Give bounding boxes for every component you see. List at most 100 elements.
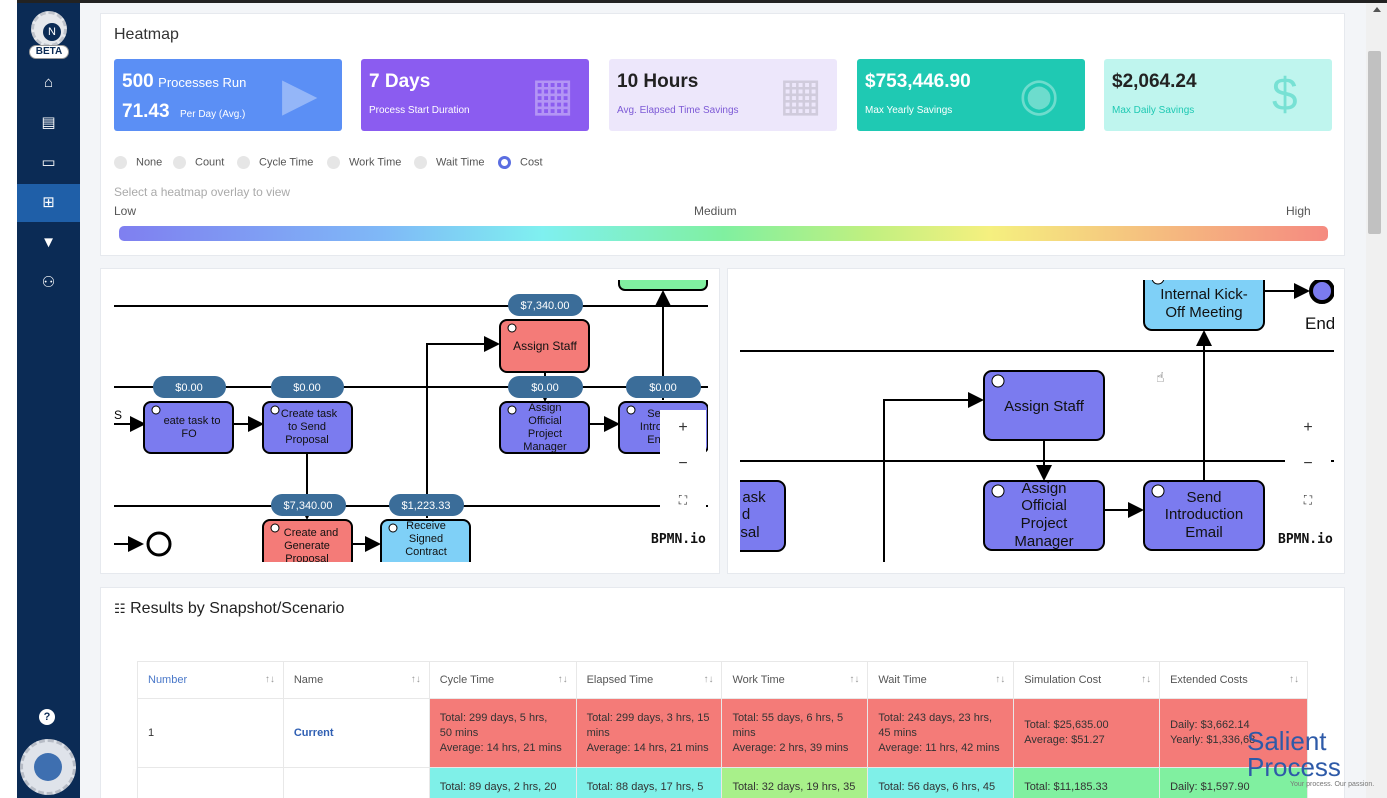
nav-home[interactable]: ⌂ <box>17 64 80 102</box>
results-table: Number↑↓ Name↑↓ Cycle Time↑↓ Elapsed Tim… <box>137 661 1308 798</box>
nav-network[interactable]: ⚇ <box>17 264 80 302</box>
app-logo[interactable]: N BETA <box>29 9 69 61</box>
diagram-right-card: Internal Kick- Off Meeting Assign Staff … <box>727 268 1345 574</box>
col-simulation-cost[interactable]: Simulation Cost↑↓ <box>1013 661 1161 699</box>
zoom-in-button[interactable]: + <box>678 419 688 436</box>
task-create-task-send[interactable] <box>262 401 353 454</box>
nav-sitemap[interactable]: ⊞ <box>17 184 80 222</box>
sort-icon[interactable]: ↑↓ <box>703 674 714 685</box>
end-event[interactable] <box>146 531 172 557</box>
stat-yearly-savings-label: Max Yearly Savings <box>865 105 953 116</box>
svg-text:to Send: to Send <box>288 421 326 433</box>
task-assign-staff[interactable] <box>499 319 590 373</box>
help-icon[interactable]: ? <box>39 709 55 725</box>
sort-icon[interactable]: ↑↓ <box>264 674 275 685</box>
svg-text:$0.00: $0.00 <box>175 382 203 394</box>
svg-text:Manager: Manager <box>523 441 567 453</box>
nav-monitor[interactable]: ▭ <box>17 144 80 182</box>
radio-cycle-time[interactable]: Cycle Time <box>237 156 313 170</box>
table-row[interactable]: Total: 89 days, 2 hrs, 20 Total: 88 days… <box>137 767 1308 798</box>
radio-wait-time[interactable]: Wait Time <box>414 156 485 170</box>
bpmn-canvas-left[interactable]: S eate task to FO Create task to Send Pr… <box>114 280 708 562</box>
sort-icon[interactable]: ↑↓ <box>410 674 421 685</box>
col-extended-costs[interactable]: Extended Costs↑↓ <box>1159 661 1308 699</box>
task-assign-pm[interactable] <box>499 401 590 454</box>
task-create-task-fo[interactable] <box>143 401 234 454</box>
sort-icon[interactable]: ↑↓ <box>1289 674 1299 685</box>
table-header-row: Number↑↓ Name↑↓ Cycle Time↑↓ Elapsed Tim… <box>137 661 1308 699</box>
svg-text:Create task: Create task <box>281 408 338 420</box>
cell-name-current[interactable]: Current <box>282 698 430 768</box>
sequence-flow <box>883 392 984 562</box>
radio-count[interactable]: Count <box>173 156 224 170</box>
task-create-generate[interactable] <box>262 519 353 562</box>
network-icon: ⚇ <box>41 274 56 291</box>
cell-work-time: Total: 32 days, 19 hrs, 35 <box>721 767 869 798</box>
zoom-out-button[interactable]: − <box>678 455 688 472</box>
end-event[interactable] <box>1309 280 1334 304</box>
svg-text:Receive: Receive <box>406 520 446 532</box>
table-row[interactable]: 1 Current Total: 299 days, 5 hrs,50 mins… <box>137 698 1308 768</box>
radio-work-time[interactable]: Work Time <box>327 156 401 170</box>
col-elapsed-time[interactable]: Elapsed Time↑↓ <box>575 661 723 699</box>
zoom-controls-right: + − ⛶ <box>1285 410 1331 518</box>
sort-icon[interactable]: ↑↓ <box>557 674 568 685</box>
scroll-up-arrow-icon[interactable] <box>1373 7 1381 12</box>
svg-text:Project: Project <box>528 428 562 440</box>
heatmap-gradient-bar <box>119 226 1328 241</box>
svg-text:Proposal: Proposal <box>285 434 328 446</box>
col-number[interactable]: Number↑↓ <box>137 661 284 699</box>
task-assign-pm[interactable] <box>983 480 1105 551</box>
cell-elapsed-time: Total: 88 days, 17 hrs, 5 <box>575 767 723 798</box>
scrollbar-thumb[interactable] <box>1368 51 1381 234</box>
sort-icon[interactable]: ↑↓ <box>849 674 860 685</box>
svg-text:End: End <box>1305 314 1334 333</box>
stat-elapsed-savings-label: Avg. Elapsed Time Savings <box>617 105 739 116</box>
task-node-top[interactable] <box>618 280 708 291</box>
fit-view-button[interactable]: ⛶ <box>678 493 688 507</box>
calendar-icon: ▦ <box>531 68 575 120</box>
user-icons <box>991 280 1165 498</box>
vertical-scrollbar[interactable] <box>1366 3 1387 798</box>
nav-processes[interactable]: ▤ <box>17 104 80 142</box>
sort-icon[interactable]: ↑↓ <box>1141 674 1152 685</box>
cell-wait-time: Total: 56 days, 6 hrs, 45 <box>867 767 1015 798</box>
svg-text:Internal Kick-: Internal Kick- <box>1160 286 1248 303</box>
bpmn-io-logo[interactable]: BPMN.io <box>651 532 706 547</box>
col-work-time[interactable]: Work Time↑↓ <box>721 661 869 699</box>
logo-letter: N <box>43 23 61 41</box>
col-wait-time[interactable]: Wait Time↑↓ <box>867 661 1015 699</box>
svg-text:Se: Se <box>647 408 660 420</box>
bpmn-canvas-right[interactable]: Internal Kick- Off Meeting Assign Staff … <box>740 280 1334 562</box>
overlay-hint: Select a heatmap overlay to view <box>114 185 291 199</box>
nav-filter[interactable]: ▼ <box>17 224 80 262</box>
task-receive-signed[interactable] <box>380 519 471 562</box>
col-name[interactable]: Name↑↓ <box>282 661 430 699</box>
zoom-out-button[interactable]: − <box>1303 455 1313 472</box>
task-left-cut[interactable] <box>740 480 786 552</box>
col-cycle-time[interactable]: Cycle Time↑↓ <box>428 661 577 699</box>
radio-cost[interactable]: Cost <box>498 156 543 170</box>
stat-daily-savings: $ $2,064.24 Max Daily Savings <box>1104 59 1332 131</box>
svg-text:Assign Staff: Assign Staff <box>1004 398 1085 415</box>
fit-view-button[interactable]: ⛶ <box>1303 493 1313 507</box>
heatmap-card: Heatmap ▶ 500 Processes Run 71.43 Per Da… <box>100 13 1345 256</box>
play-icon: ▶ <box>282 68 318 120</box>
beta-badge: BETA <box>29 45 69 59</box>
zoom-in-button[interactable]: + <box>1303 419 1313 436</box>
results-card: ☷ Results by Snapshot/Scenario Number↑↓ … <box>100 587 1345 798</box>
cell-number <box>137 767 284 798</box>
stat-start-duration: ▦ 7 Days Process Start Duration <box>361 59 589 131</box>
svg-text:Assign Staff: Assign Staff <box>513 339 577 353</box>
task-labels: eate task to FO Create task to Send Prop… <box>164 339 669 562</box>
heatmap-title: Heatmap <box>114 26 179 43</box>
task-labels: Internal Kick- Off Meeting Assign Staff … <box>740 286 1334 550</box>
bpmn-io-logo[interactable]: BPMN.io <box>1278 532 1333 547</box>
window-top-edge <box>0 0 1387 3</box>
sort-icon[interactable]: ↑↓ <box>995 674 1006 685</box>
cell-name[interactable] <box>282 767 430 798</box>
user-avatar[interactable] <box>20 739 76 795</box>
radio-none[interactable]: None <box>114 156 162 170</box>
